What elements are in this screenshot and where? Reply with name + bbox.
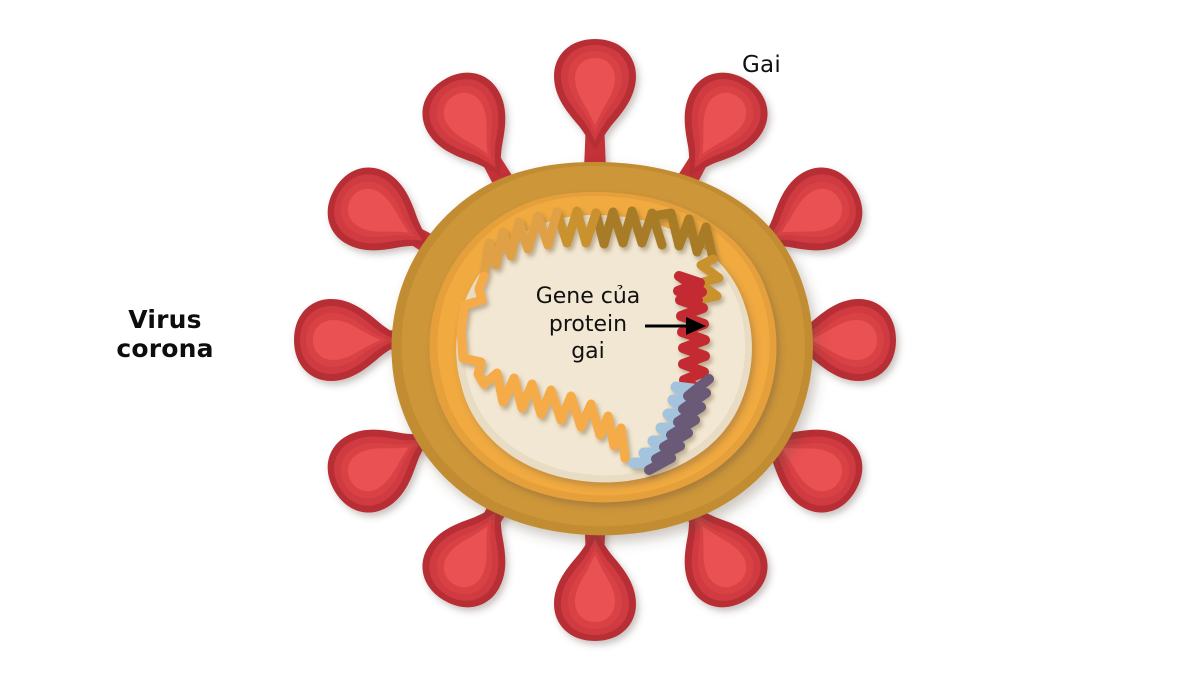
spike-callout-label: Gai	[742, 52, 781, 78]
rna-segment-orange-mid	[479, 207, 562, 281]
page-title-virus-corona: Virus corona	[116, 305, 214, 363]
rna-segment-orange-light	[456, 271, 630, 463]
rna-segment-gold	[693, 254, 724, 305]
rna-segment-gold-upper-left	[552, 206, 601, 248]
gene-pointer-arrow	[645, 317, 706, 335]
rna-segment-purple	[644, 374, 714, 475]
spike-protein	[554, 39, 636, 170]
rna-segment-bronze	[591, 206, 718, 264]
rna-genome	[456, 206, 724, 475]
gene-callout-label: Gene của protein gai	[535, 284, 641, 365]
rna-segment-spike-gene	[673, 271, 710, 395]
